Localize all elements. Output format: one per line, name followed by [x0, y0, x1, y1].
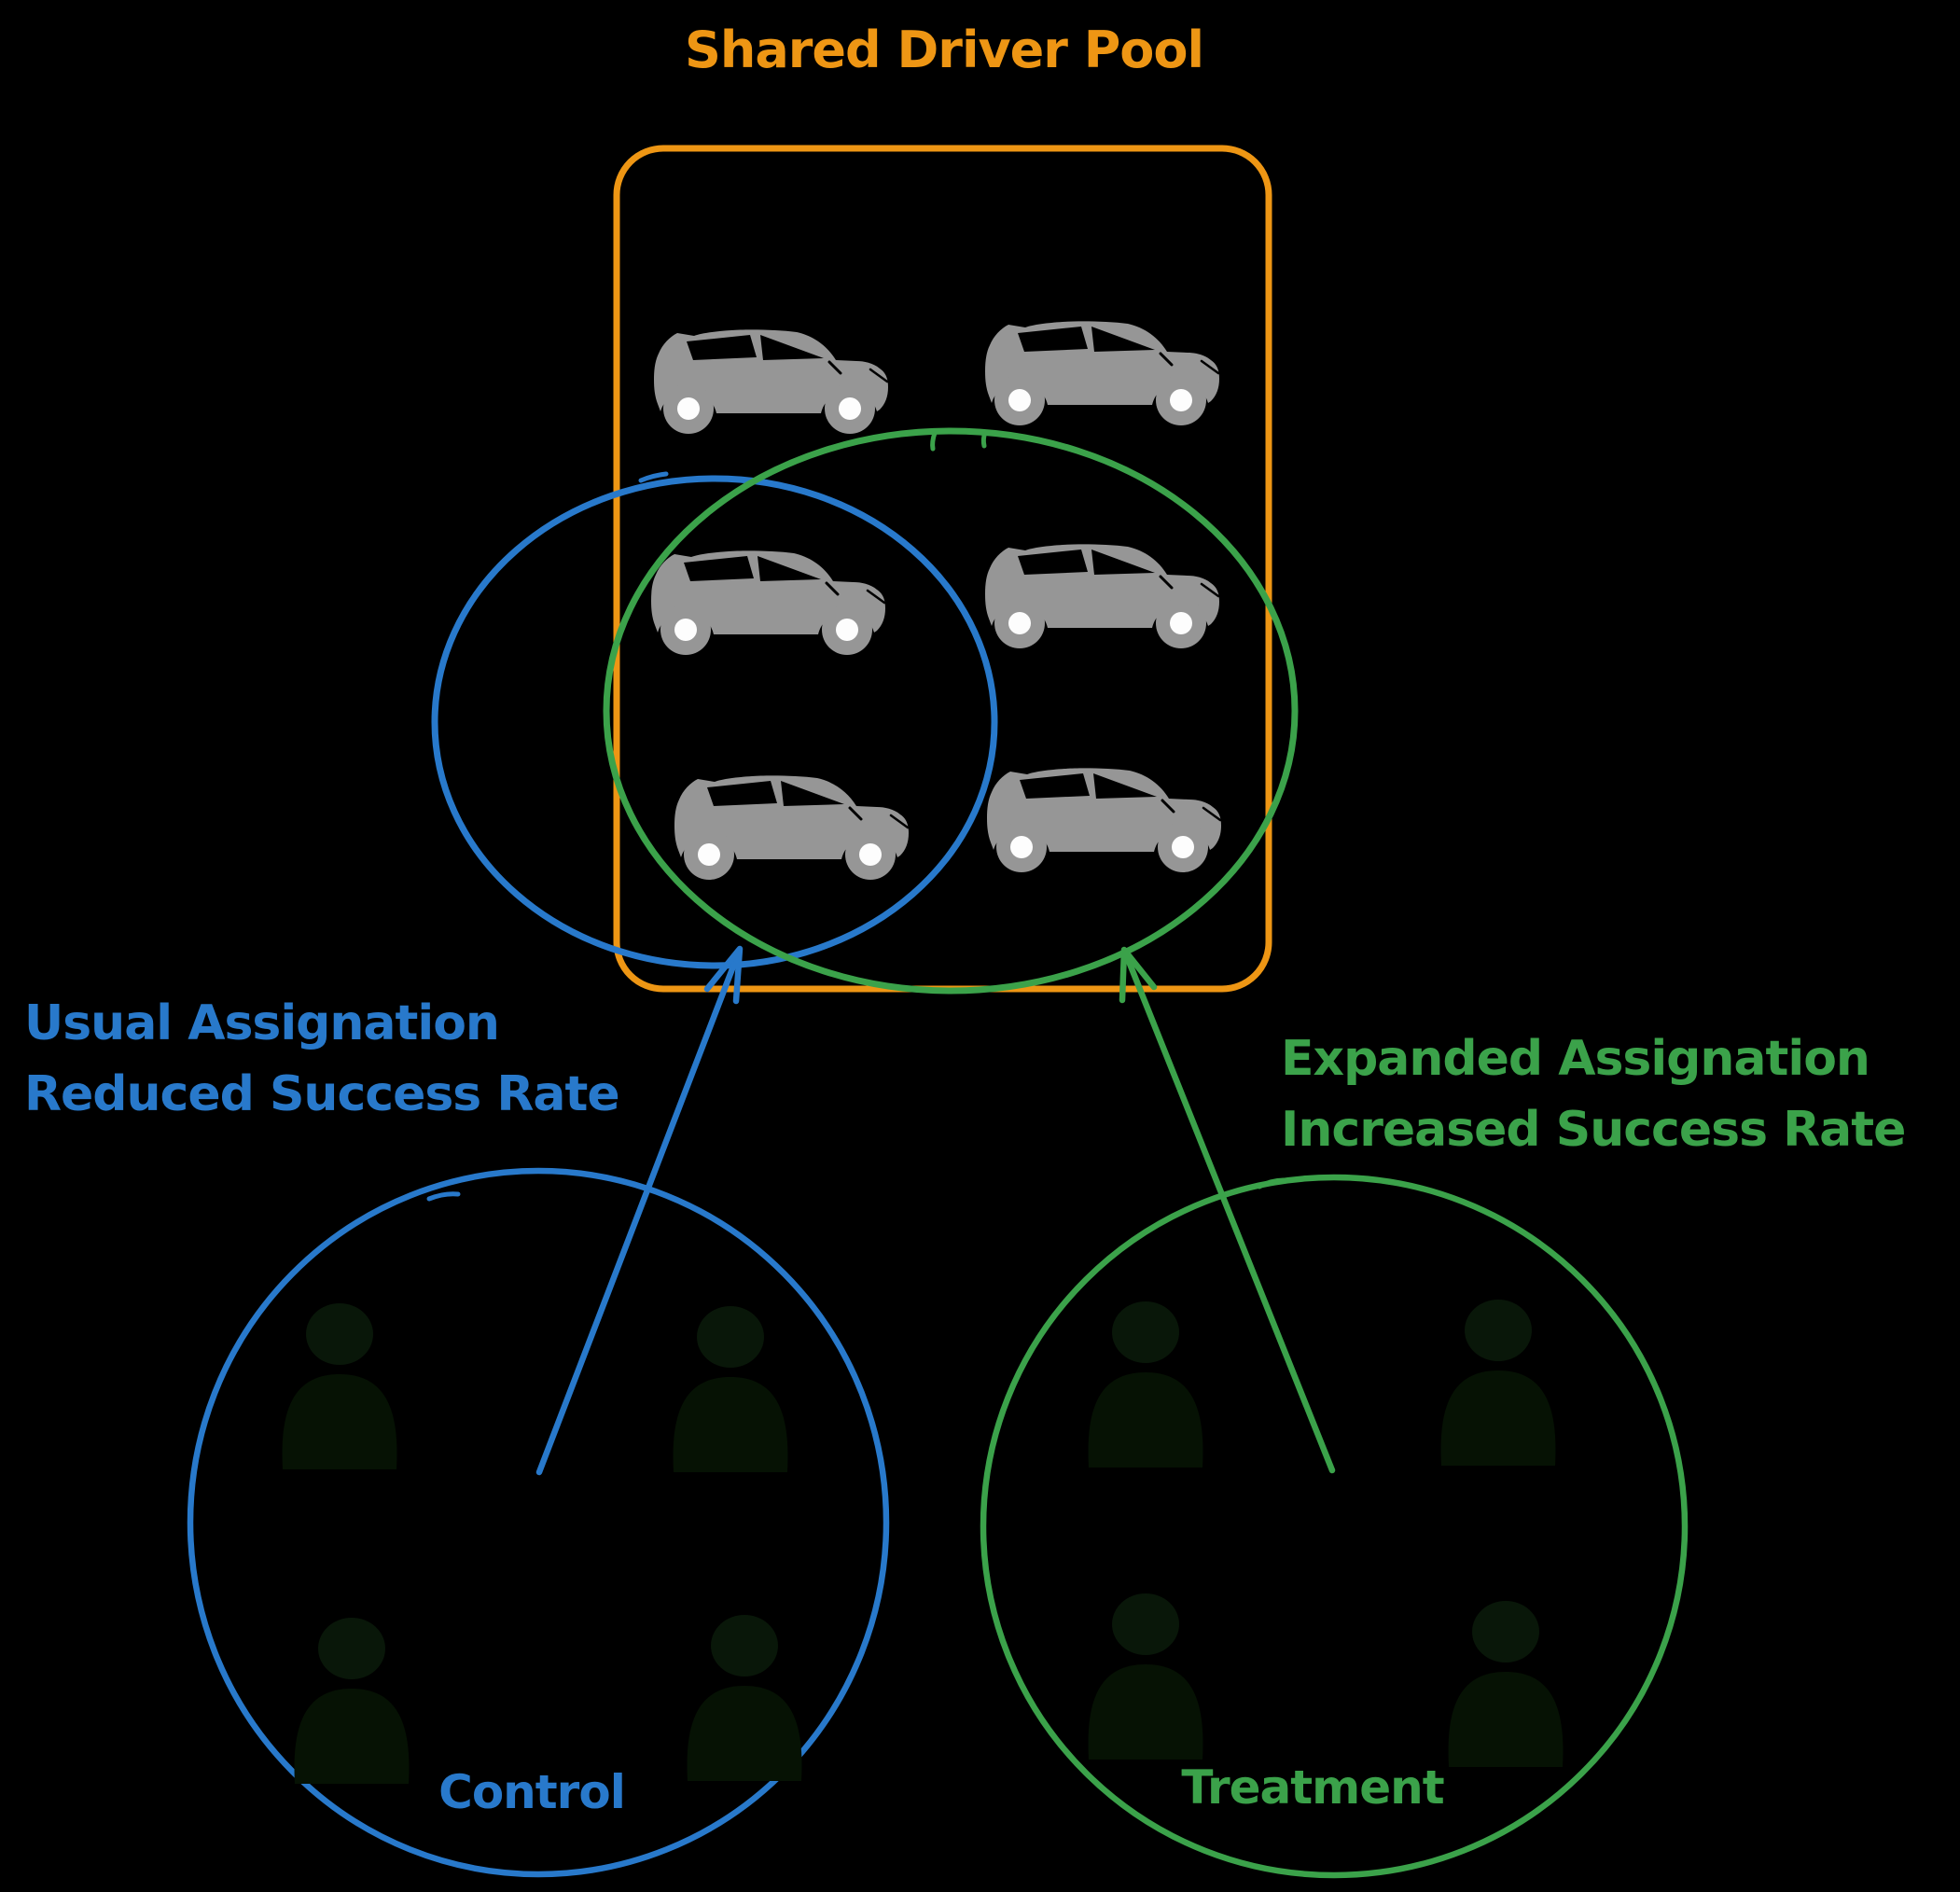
person-icon — [294, 1618, 410, 1784]
expanded-assignation-scope-circle — [603, 427, 1299, 995]
sketch-tick — [930, 430, 938, 452]
treatment-group-circle — [980, 1174, 1689, 1879]
usual-assignation-scope-circle — [431, 475, 998, 969]
person-icon — [1440, 1300, 1556, 1466]
control-annotation-line2: Reduced Success Rate — [24, 1066, 619, 1122]
control-annotation-line1: Usual Assignation — [24, 995, 499, 1051]
person-icon — [1088, 1593, 1203, 1760]
control-group-label: Control — [438, 1765, 625, 1819]
control-annotation: Usual Assignation Reduced Success Rate — [24, 995, 620, 1122]
treatment-annotation-line1: Expanded Assignation — [1281, 1031, 1870, 1087]
car-icon — [983, 319, 1221, 427]
treatment-assignment-arrow — [1119, 946, 1336, 1474]
car-icon — [652, 327, 890, 436]
person-icon — [673, 1306, 788, 1472]
treatment-annotation: Expanded Assignation Increased Success R… — [1281, 1031, 1906, 1158]
control-assignment-arrow — [535, 945, 744, 1476]
car-icon — [673, 773, 910, 882]
sketch-tick — [980, 429, 988, 449]
control-group-people — [282, 1303, 802, 1784]
car-icon — [649, 549, 887, 657]
treatment-annotation-line2: Increased Success Rate — [1281, 1102, 1905, 1158]
arrowhead — [1119, 946, 1158, 1004]
sketch-tick — [638, 471, 669, 483]
control-group-circle — [187, 1167, 890, 1878]
car-icon — [985, 766, 1223, 874]
treatment-group-label: Treatment — [1181, 1760, 1443, 1815]
treatment-group-people — [1088, 1300, 1564, 1767]
pool-title: Shared Driver Pool — [685, 21, 1203, 79]
sketch-tick — [426, 1191, 461, 1202]
person-icon — [1088, 1301, 1203, 1468]
person-icon — [1448, 1601, 1564, 1767]
sketch-tick — [1257, 1177, 1286, 1189]
arrowhead — [703, 945, 744, 1005]
person-icon — [687, 1615, 802, 1781]
driver-pool-cars — [649, 319, 1223, 882]
person-icon — [282, 1303, 397, 1469]
car-icon — [983, 542, 1221, 650]
